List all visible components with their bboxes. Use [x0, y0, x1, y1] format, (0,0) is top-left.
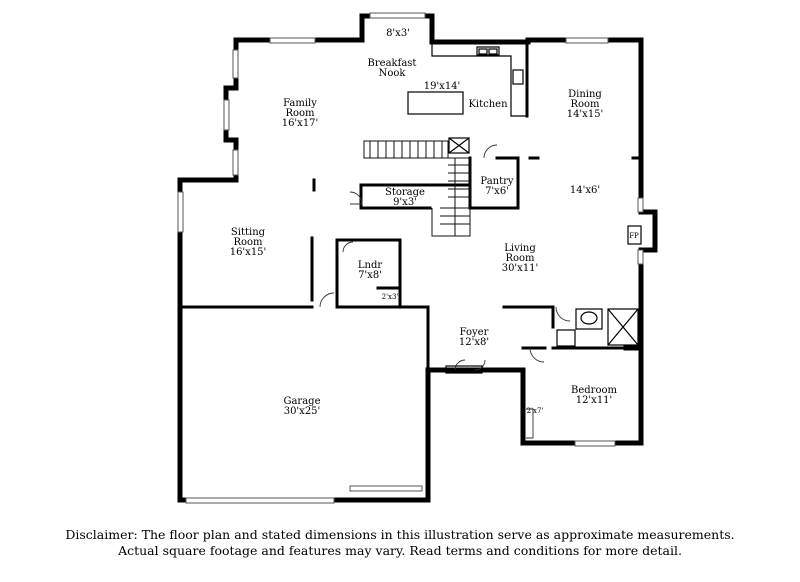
- room-name-line2: Room: [233, 237, 263, 248]
- room-label-breakfast: Breakfast Nook 19'x14': [368, 58, 461, 92]
- room-size: 16'x17': [282, 118, 319, 129]
- room-size: 16'x15': [230, 247, 267, 258]
- room-name: Bedroom: [571, 385, 617, 396]
- disclaimer-line-2: Actual square footage and features may v…: [118, 543, 682, 558]
- room-size: 7'x8': [358, 270, 382, 281]
- room-size: 8'x3': [386, 28, 410, 39]
- room-label-pantry: Pantry 7'x6': [480, 176, 513, 197]
- room-name: Pantry: [480, 176, 513, 187]
- kitchen-island: [407, 91, 464, 115]
- kitchen-fixtures: [407, 42, 527, 154]
- room-name: Foyer: [460, 327, 489, 338]
- room-name-line1: Living: [504, 243, 536, 254]
- room-label-closet-bed: 2'x7': [527, 407, 544, 415]
- room-name: Storage: [385, 187, 425, 198]
- room-name-line1: Dining: [568, 89, 602, 100]
- room-size: 12'x11': [576, 395, 613, 406]
- room-label-garage: Garage 30'x25': [283, 396, 320, 417]
- room-label-closet-small: 2'x3': [382, 293, 399, 301]
- room-name: Kitchen: [468, 99, 508, 110]
- room-name-line1: Breakfast: [368, 58, 417, 69]
- room-label-dining: Dining Room 14'x15': [567, 89, 604, 120]
- fireplace: FP: [627, 225, 642, 245]
- room-label-laundry: Lndr 7'x8': [358, 260, 382, 281]
- fireplace-label: FP: [629, 232, 639, 240]
- windows: [177, 12, 644, 504]
- room-name: Garage: [283, 396, 320, 407]
- room-name-line2: Room: [505, 253, 535, 264]
- room-name-line2: Nook: [379, 68, 407, 79]
- room-name-line2: Room: [285, 108, 315, 119]
- room-name-line2: Room: [570, 99, 600, 110]
- disclaimer-line-1: Disclaimer: The floor plan and stated di…: [65, 527, 735, 542]
- floor-plan: 8'x3' Breakfast Nook 19'x14' Kitchen Fam…: [177, 12, 658, 504]
- bath-fixtures: [556, 308, 639, 347]
- room-size: 9'x3': [393, 197, 417, 208]
- room-name: Lndr: [358, 260, 382, 271]
- room-size: 19'x14': [424, 81, 461, 92]
- room-size: 14'x15': [567, 109, 604, 120]
- room-label-sitting: Sitting Room 16'x15': [230, 227, 267, 258]
- room-label-dining-ext: 14'x6': [570, 185, 600, 196]
- room-label-foyer: Foyer 12'x8': [459, 327, 489, 348]
- room-label-storage: Storage 9'x3': [385, 187, 425, 208]
- room-size: 7'x6': [485, 186, 509, 197]
- room-size: 2'x3': [382, 293, 399, 301]
- room-label-kitchen: Kitchen: [468, 99, 508, 110]
- staircase: [363, 140, 471, 237]
- room-label-family: Family Room 16'x17': [282, 98, 319, 129]
- room-size: 30'x25': [284, 406, 321, 417]
- room-label-living: Living Room 30'x11': [502, 243, 539, 274]
- interior-walls: [178, 40, 643, 382]
- room-size: 12'x8': [459, 337, 489, 348]
- room-name-line1: Sitting: [231, 227, 266, 238]
- room-label-bedroom: Bedroom 12'x11': [571, 385, 617, 406]
- room-size: 14'x6': [570, 185, 600, 196]
- room-size: 2'x7': [527, 407, 544, 415]
- room-size: 30'x11': [502, 263, 539, 274]
- doors: [319, 144, 571, 439]
- room-name-line1: Family: [283, 98, 317, 109]
- room-label-small-top: 8'x3': [386, 28, 410, 39]
